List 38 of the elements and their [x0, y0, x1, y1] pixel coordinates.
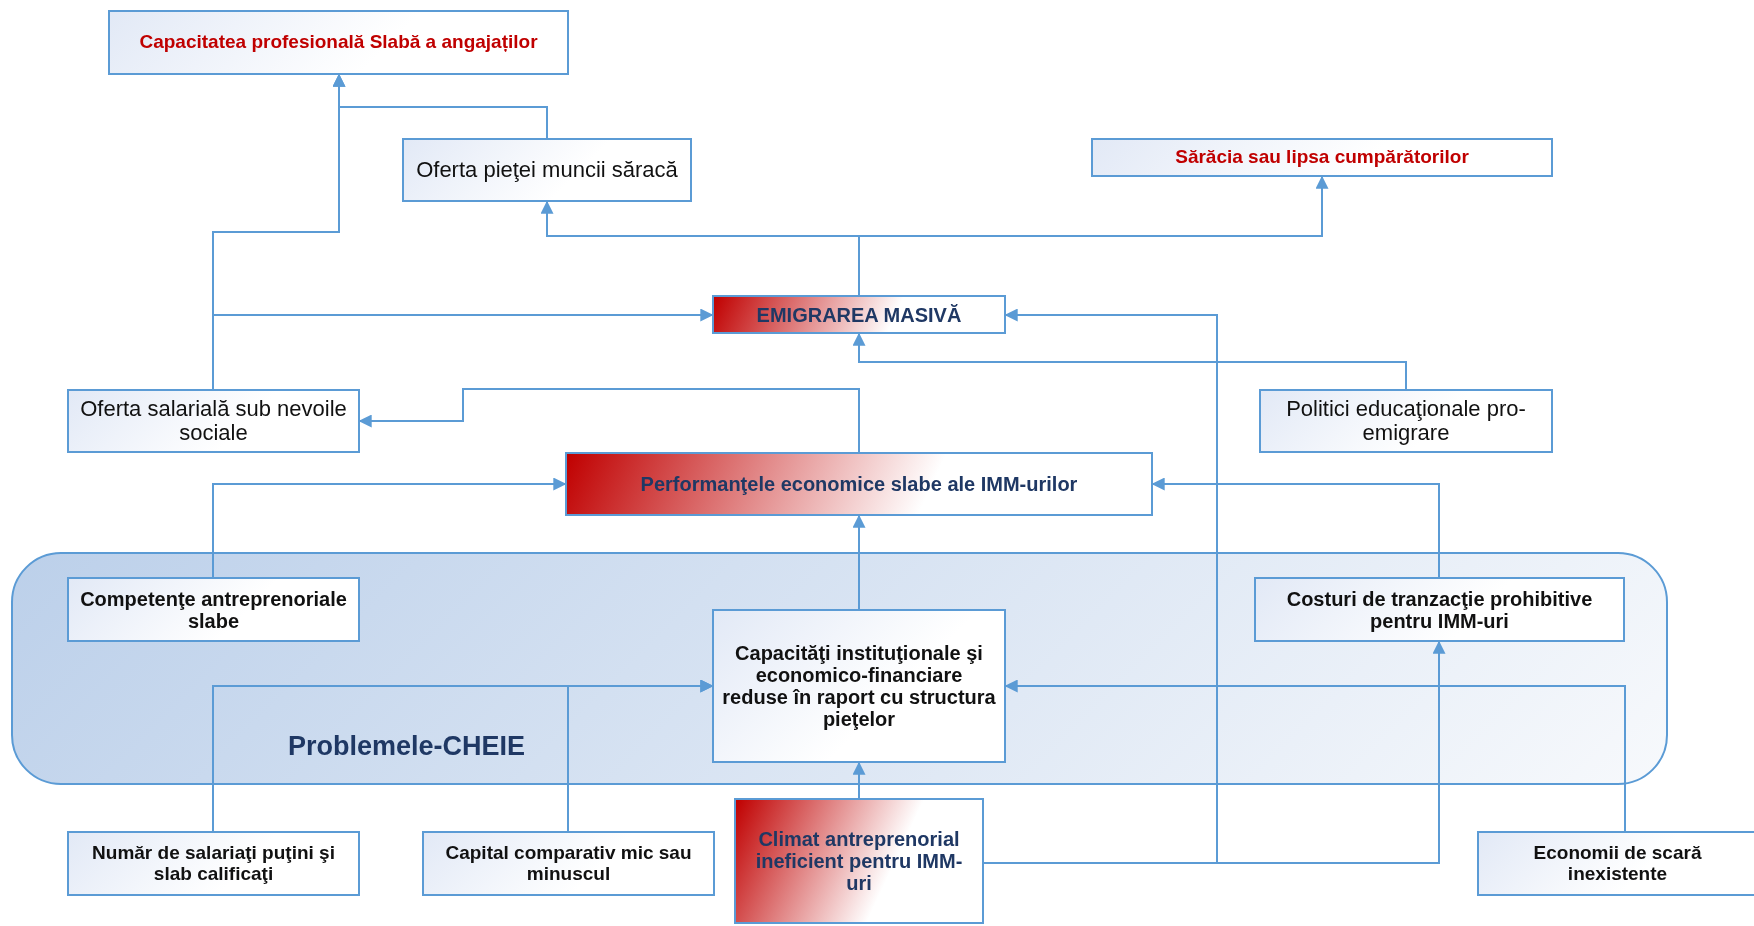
problem-box	[565, 452, 1153, 516]
box-text: Capital comparativ mic sau minuscul	[444, 842, 693, 885]
problem-box	[422, 831, 715, 896]
box-text: Capacităţi instituţionale şi economico-financiare reduse în raport cu structura pieţelor	[722, 642, 996, 730]
box-text: Oferta salarială sub nevoile sociale	[79, 396, 348, 446]
box-text: Climat antreprenorial ineficient pentru IMM-uri	[754, 828, 964, 894]
problem-box	[1091, 138, 1553, 177]
problem-box	[712, 609, 1006, 763]
box-text: Performanţele economice slabe ale IMM-urilor	[640, 473, 1078, 495]
problem-box	[108, 10, 569, 75]
problem-box	[67, 389, 360, 453]
box-text: Competenţe antreprenoriale slabe	[79, 587, 348, 632]
box-text: Oferta pieţei muncii săracă	[416, 157, 678, 183]
problem-box	[67, 831, 360, 896]
problem-box	[1254, 577, 1625, 642]
arrow	[1151, 477, 1440, 578]
box-text: Număr de salariaţi puţini şi slab calificaţi	[91, 842, 336, 885]
arrow	[212, 477, 567, 578]
box-text: Sărăcia sau lipsa cumpărătorilor	[1175, 147, 1469, 168]
problem-box	[1259, 389, 1553, 453]
problem-box	[67, 577, 360, 642]
arrow	[1004, 679, 1626, 832]
box-text: Economii de scară inexistente	[1532, 842, 1703, 885]
box-text: Capacitatea profesională Slabă a angajaților	[139, 32, 538, 53]
problem-box	[712, 295, 1006, 334]
group-panel	[11, 552, 1668, 785]
problem-box	[734, 798, 984, 924]
arrow	[567, 679, 714, 832]
box-text: Politici educaţionale pro-emigrare	[1285, 396, 1527, 446]
arrow	[358, 388, 860, 453]
arrow	[852, 332, 1407, 390]
problem-box	[1477, 831, 1754, 896]
arrow	[852, 514, 866, 610]
group-heading: Problemele-CHEIE	[288, 732, 526, 762]
problem-box	[402, 138, 692, 202]
arrow	[852, 761, 866, 799]
box-text: EMIGRAREA MASIVĂ	[756, 303, 962, 326]
box-text: Costuri de tranzacţie prohibitive pentru IMM-uri	[1285, 587, 1594, 632]
